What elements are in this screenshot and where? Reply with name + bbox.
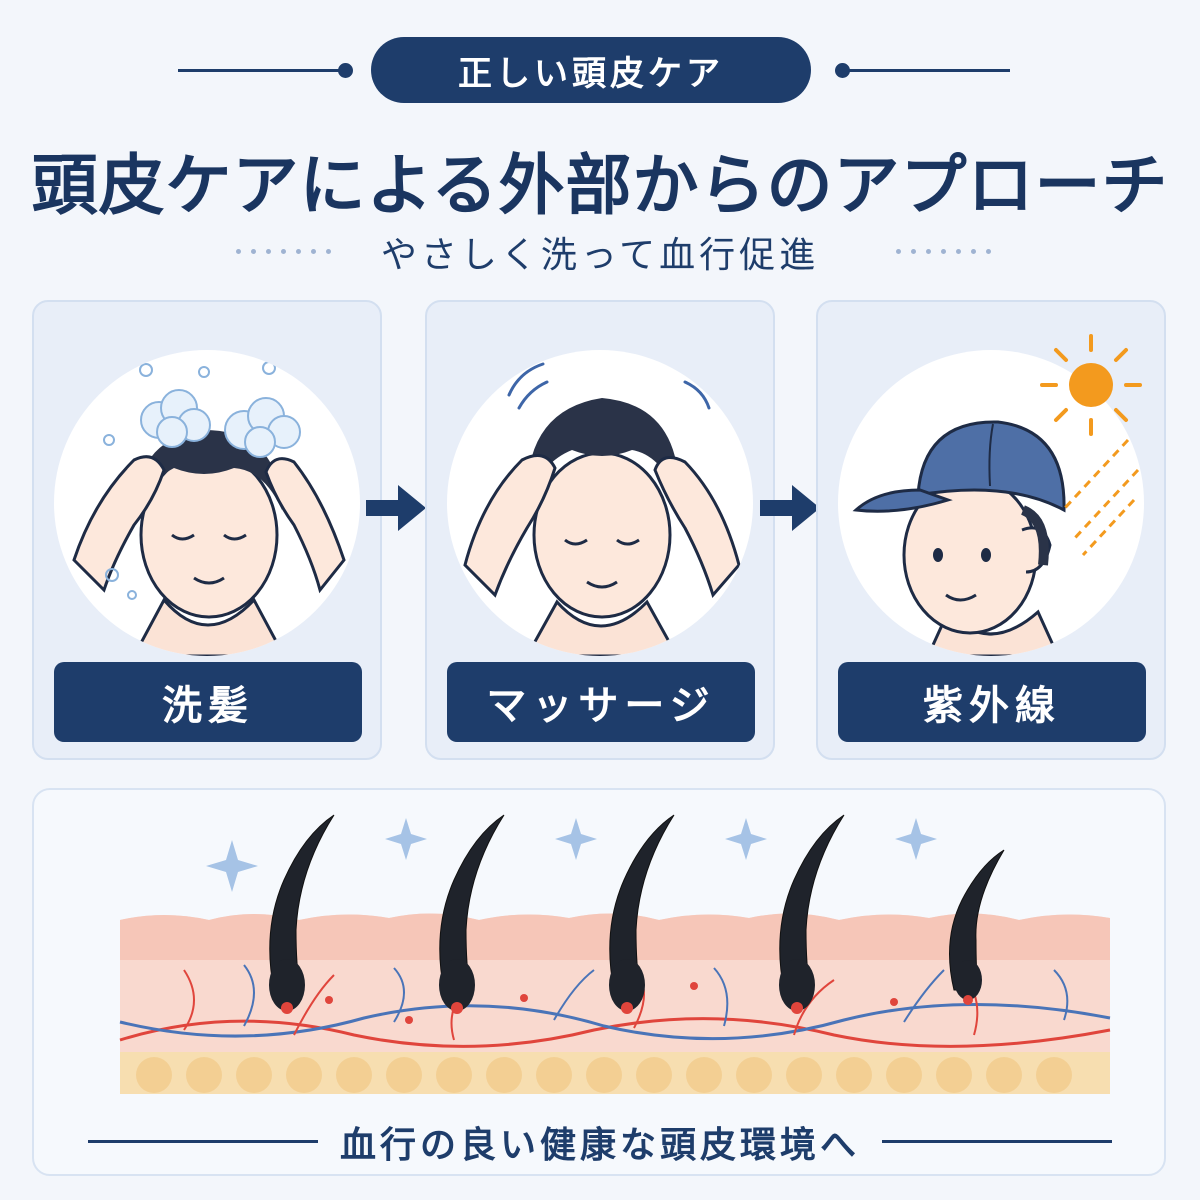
step-label-shampoo: 洗髪 [54,662,362,742]
arrow-right-icon [366,485,426,531]
page-subtitle: やさしく洗って血行促進 [380,235,820,276]
step-label-massage: マッサージ [447,662,755,742]
footer-line-right [872,1140,1112,1143]
header-badge: 正しい頭皮ケア [371,37,811,103]
sun-icon [1040,334,1142,436]
badge-line-right [842,69,1010,72]
step-card-uv: 紫外線 [816,300,1166,760]
step-label-uv: 紫外線 [838,662,1146,742]
scalp-caption-text: 血行の良い健康な頭皮環境へ [317,1125,882,1166]
scalp-caption: 血行の良い健康な頭皮環境へ [0,1116,1200,1168]
step-card-shampoo: 洗髪 [32,300,382,760]
scalp-panel [32,788,1166,1176]
badge-line-left [178,69,348,72]
subtitle-dots-left [236,249,331,254]
footer-line-left [88,1140,328,1143]
page-title: 頭皮ケアによる外部からのアプローチ [31,147,1169,224]
arrow-right-icon [760,485,820,531]
subtitle-dots-right [896,249,991,254]
step-card-massage: マッサージ [425,300,775,760]
scalp-cross-section-illustration-icon [119,814,1111,1094]
massage-illustration-icon [447,350,753,656]
shampoo-illustration-icon [54,350,360,656]
badge-dot-left [338,63,353,78]
